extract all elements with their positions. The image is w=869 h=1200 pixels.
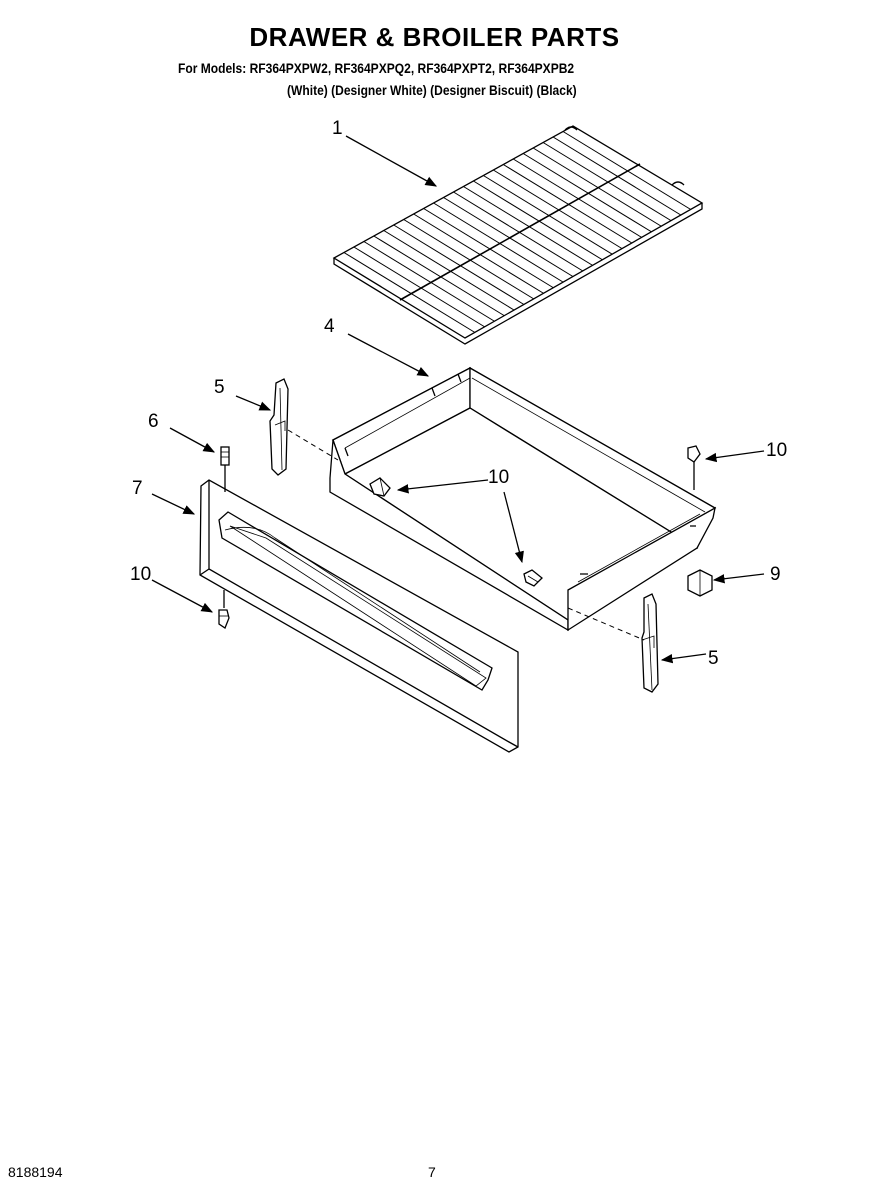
screw-drawer-lower bbox=[523, 569, 543, 587]
models-line: For Models: RF364PXPW2, RF364PXPQ2, RF36… bbox=[178, 60, 575, 76]
rack-wire bbox=[343, 252, 476, 333]
callout-10-panel: 10 bbox=[130, 564, 151, 585]
page-title: DRAWER & BROILER PARTS bbox=[249, 22, 620, 52]
broiler-rack bbox=[332, 125, 704, 345]
drawer-body bbox=[329, 366, 717, 632]
drawer-glide-right bbox=[641, 593, 659, 693]
callout-9: 9 bbox=[770, 564, 781, 585]
rack-wire bbox=[353, 246, 486, 328]
rack-wire bbox=[562, 131, 695, 212]
rack-wire bbox=[373, 235, 506, 317]
rack-wire bbox=[383, 230, 516, 311]
rack-wire bbox=[403, 219, 535, 300]
colors-line: (White) (Designer White) (Designer Biscu… bbox=[287, 82, 577, 98]
rack-wire bbox=[413, 213, 545, 295]
document-number: 8188194 bbox=[8, 1164, 63, 1180]
callout-7: 7 bbox=[132, 478, 143, 499]
rack-wire bbox=[393, 224, 526, 306]
callout-4: 4 bbox=[324, 316, 335, 337]
callout-5-right: 5 bbox=[708, 648, 719, 669]
callout-10-right: 10 bbox=[766, 440, 787, 461]
page-number: 7 bbox=[428, 1164, 436, 1180]
mounting-stud bbox=[220, 446, 230, 492]
screw-drawer-side bbox=[369, 477, 391, 497]
callout-6: 6 bbox=[148, 411, 159, 432]
drawer-glide-left bbox=[269, 378, 289, 476]
callout-5-left: 5 bbox=[214, 377, 225, 398]
drawer-clip bbox=[687, 569, 713, 597]
rack-wire bbox=[423, 208, 555, 289]
callout-1: 1 bbox=[332, 118, 343, 139]
callout-10-drawer: 10 bbox=[488, 467, 509, 488]
screw-panel bbox=[218, 590, 230, 629]
rack-wire bbox=[363, 241, 496, 322]
drawer-front-panel bbox=[199, 479, 519, 753]
screw-drawer-right bbox=[687, 445, 701, 490]
